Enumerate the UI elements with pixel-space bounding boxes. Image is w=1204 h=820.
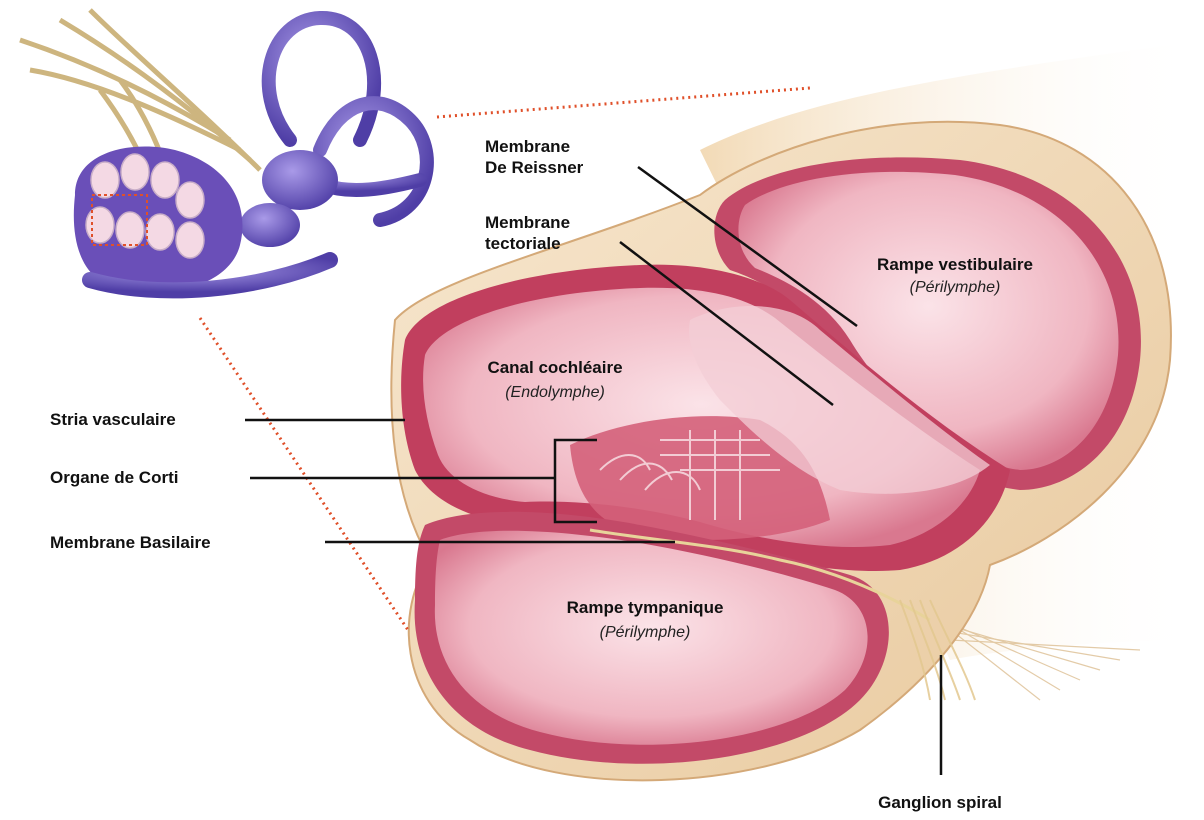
- label-cochlear-duct-fluid: (Endolymphe): [505, 383, 605, 403]
- label-stria-vascularis: Stria vasculaire: [50, 409, 176, 430]
- label-scala-tympani-fluid: (Périlymphe): [600, 623, 691, 643]
- label-spiral-ganglion: Ganglion spiral: [878, 792, 1002, 813]
- label-reissner-membrane: Membrane De Reissner: [485, 136, 583, 178]
- label-scala-vestibuli: Rampe vestibulaire: [877, 254, 1033, 275]
- label-scala-vestibuli-fluid: (Périlymphe): [910, 278, 1001, 298]
- label-basilar-membrane: Membrane Basilaire: [50, 532, 211, 553]
- label-tectorial-membrane: Membrane tectoriale: [485, 212, 570, 254]
- inner-ear-inset: [20, 10, 427, 293]
- label-organ-of-corti: Organe de Corti: [50, 467, 178, 488]
- label-scala-tympani: Rampe tympanique: [567, 597, 724, 618]
- label-cochlear-duct: Canal cochléaire: [487, 357, 622, 378]
